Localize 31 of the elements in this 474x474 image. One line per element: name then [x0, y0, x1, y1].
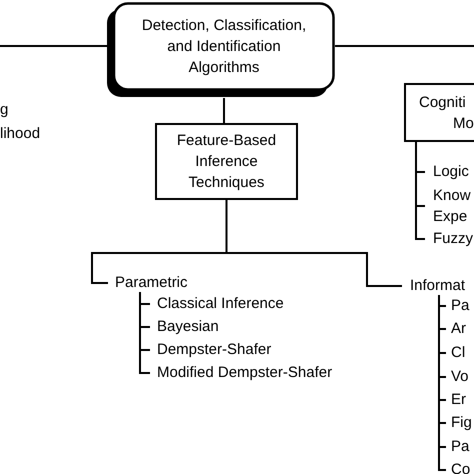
- box-title: Detection, Classification, and Identification Algorithms: [140, 16, 308, 78]
- box-title: Mo: [453, 115, 474, 133]
- rounded-box: [107, 2, 335, 98]
- connector-line: [226, 200, 402, 287]
- tree-item: Ar: [446, 320, 466, 338]
- tree-item: Modified Dempster-Shafer: [150, 364, 332, 382]
- tree-item: Cl: [446, 344, 466, 362]
- connector-line: [335, 45, 474, 47]
- tree-item: Co: [446, 461, 470, 474]
- tree-item: Fig: [446, 414, 472, 432]
- process-box: [404, 83, 474, 142]
- connector-line: [0, 45, 107, 47]
- connector-line: [415, 142, 425, 240]
- tree-item: Pa: [446, 438, 470, 456]
- tree-item: Parametric: [108, 274, 188, 292]
- process-box: [155, 123, 298, 200]
- list-item-text: g: [0, 101, 8, 119]
- tree-item: Er: [446, 391, 466, 409]
- tree-item: Logic: [425, 163, 469, 181]
- tree-item: Fuzzy: [425, 230, 474, 248]
- connector-line: [223, 98, 225, 123]
- box-title: Cogniti: [419, 94, 466, 112]
- tree-item: Classical Inference: [150, 295, 284, 313]
- tree-item: Vo: [446, 368, 469, 386]
- tree-item: Informat: [402, 277, 466, 295]
- tree-item: Know Expe: [425, 185, 471, 227]
- box-title: Feature-Based Inference Techniques: [176, 131, 278, 193]
- tree-item: Pa: [446, 297, 470, 315]
- tree-item: Dempster-Shafer: [150, 341, 272, 359]
- list-item-text: lihood: [0, 125, 40, 143]
- tree-item: Bayesian: [150, 318, 219, 336]
